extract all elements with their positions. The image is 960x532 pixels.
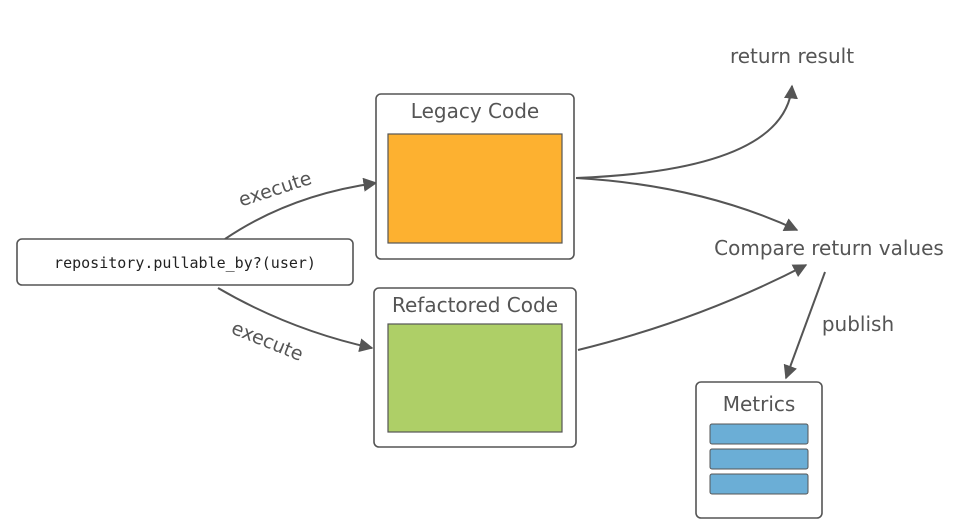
publish-label: publish: [822, 312, 894, 336]
method-call-text: repository.pullable_by?(user): [54, 254, 316, 272]
refactored-code-title: Refactored Code: [392, 293, 558, 317]
metrics-bar: [709, 448, 809, 470]
refactored-compare-arrow: [577, 264, 808, 351]
method-call-box: [16, 238, 354, 286]
execute-legacy-arrow: [224, 177, 378, 240]
execute-refactored-arrow: [217, 287, 374, 353]
compare-label: Compare return values: [714, 236, 944, 260]
legacy-code-block: [387, 133, 563, 244]
legacy-compare-arrow: [575, 177, 799, 232]
refactored-code-block: [387, 323, 563, 433]
metrics-bar: [709, 473, 809, 495]
legacy-code-title: Legacy Code: [411, 99, 539, 123]
metrics-bars: [709, 423, 809, 495]
return-result-arrow: [575, 84, 798, 179]
metrics-bar: [709, 423, 809, 445]
publish-arrow: [783, 271, 826, 380]
return-result-label: return result: [730, 44, 854, 68]
metrics-title: Metrics: [723, 392, 796, 416]
execute-top-label: execute: [236, 167, 314, 211]
